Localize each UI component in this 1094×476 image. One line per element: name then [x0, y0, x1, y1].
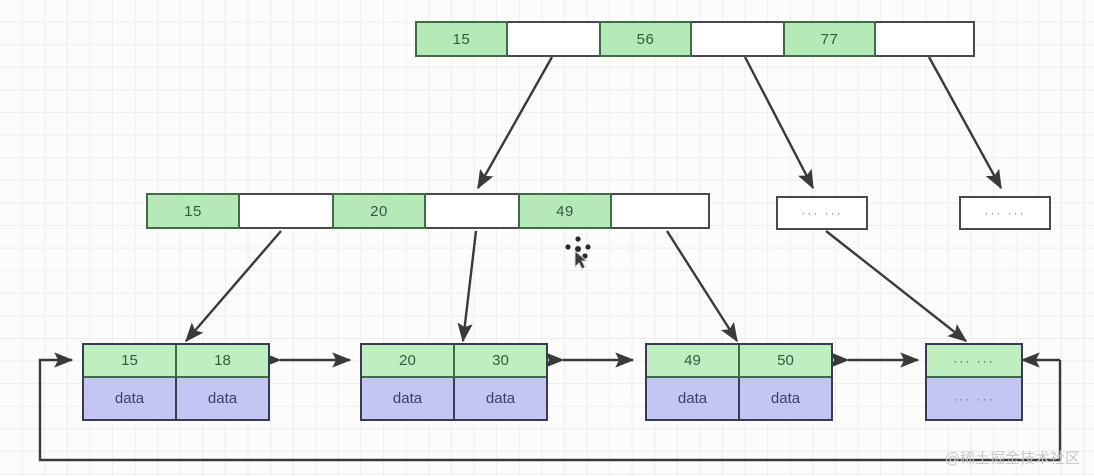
leaf-1-keys: 15 18 [84, 345, 268, 378]
root-pointer-2[interactable] [876, 23, 971, 55]
internal-node-3[interactable]: ··· ··· [959, 196, 1051, 230]
edge-internal-to-leaf-1 [185, 230, 282, 343]
leaf-2-data-1[interactable]: data [455, 378, 546, 419]
edge-internal-to-leaf-4 [825, 230, 968, 342]
leaf-3-datas: data data [647, 378, 831, 419]
leaf-3-data-0[interactable]: data [647, 378, 740, 419]
leaf-1-data-0[interactable]: data [84, 378, 177, 419]
edge-internal-to-leaf-3 [665, 230, 739, 343]
internal-node-2[interactable]: ··· ··· [776, 196, 868, 230]
edge-internal-to-leaf-2 [457, 230, 478, 343]
internal-2-ellipsis: ··· ··· [801, 206, 843, 220]
root-key-2[interactable]: 77 [783, 21, 876, 57]
edge-root-to-internal-3 [927, 56, 1003, 190]
internal-1-key-1[interactable]: 20 [332, 193, 426, 229]
leaf-3-data-1[interactable]: data [740, 378, 831, 419]
leaf-2-data-0[interactable]: data [362, 378, 455, 419]
leaf-2-keys: 20 30 [362, 345, 546, 378]
edge-root-to-internal-1 [476, 56, 554, 190]
leaf-4-key-0[interactable]: ··· ··· [927, 345, 1021, 376]
internal-1-pointer-0[interactable] [240, 195, 334, 227]
root-pointer-0[interactable] [508, 23, 601, 55]
leaf-1-key-1[interactable]: 18 [177, 345, 268, 376]
leaf-node-1[interactable]: 15 18 data data [82, 343, 270, 421]
internal-1-key-2[interactable]: 49 [518, 193, 612, 229]
leaf-3-keys: 49 50 [647, 345, 831, 378]
leaf-1-key-0[interactable]: 15 [84, 345, 177, 376]
leaf-2-key-0[interactable]: 20 [362, 345, 455, 376]
watermark: @稀土掘金技术社区 [944, 449, 1080, 467]
leaf-2-datas: data data [362, 378, 546, 419]
leaf-node-4[interactable]: ··· ··· ··· ··· [925, 343, 1023, 421]
leaf-node-2[interactable]: 20 30 data data [360, 343, 548, 421]
root-node[interactable]: 15 56 77 [415, 21, 975, 57]
internal-1-key-0[interactable]: 15 [146, 193, 240, 229]
root-key-0[interactable]: 15 [415, 21, 508, 57]
leaf-1-datas: data data [84, 378, 268, 419]
leaf-4-data-0[interactable]: ··· ··· [927, 378, 1021, 419]
root-pointer-1[interactable] [692, 23, 785, 55]
leaf-1-data-1[interactable]: data [177, 378, 268, 419]
leaf-node-3[interactable]: 49 50 data data [645, 343, 833, 421]
edge-root-to-internal-2 [743, 56, 815, 190]
leaf-3-key-0[interactable]: 49 [647, 345, 740, 376]
internal-node-1[interactable]: 15 20 49 [146, 193, 710, 229]
leaf-3-key-1[interactable]: 50 [740, 345, 831, 376]
move-cursor [565, 236, 591, 270]
leaf-4-keys: ··· ··· [927, 345, 1021, 378]
root-key-1[interactable]: 56 [599, 21, 692, 57]
internal-1-pointer-2[interactable] [612, 195, 706, 227]
leaf-4-datas: ··· ··· [927, 378, 1021, 419]
internal-1-pointer-1[interactable] [426, 195, 520, 227]
leaf-2-key-1[interactable]: 30 [455, 345, 546, 376]
internal-3-ellipsis: ··· ··· [984, 206, 1026, 220]
